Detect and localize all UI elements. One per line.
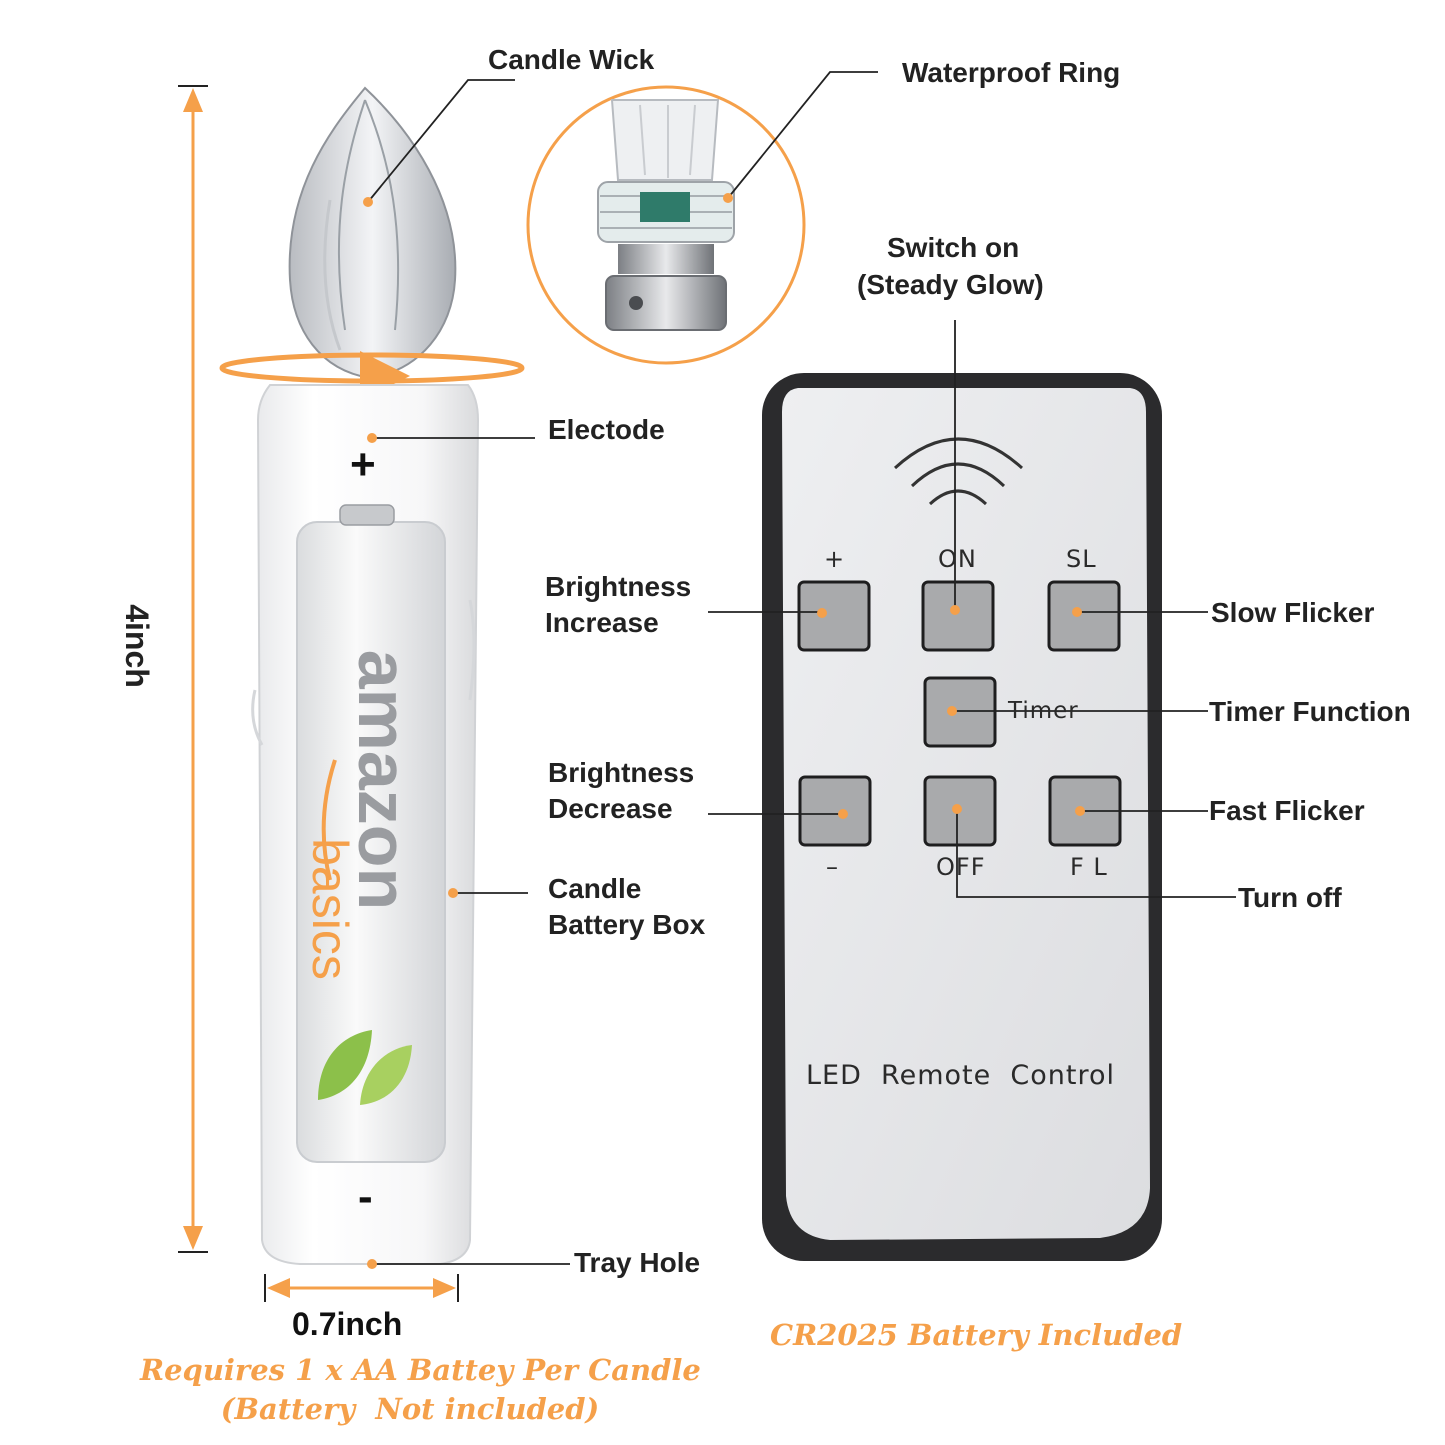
candle-minus-sign: - — [358, 1172, 373, 1221]
battery-brand-basics: basics — [302, 838, 358, 980]
waterproof-ring-label: Waterproof Ring — [902, 57, 1121, 88]
timer-button[interactable] — [923, 676, 997, 748]
remote-off-label: OFF — [936, 853, 986, 881]
remote-timer-label: Timer — [1008, 698, 1079, 724]
remote-fl-label: F L — [1070, 853, 1108, 881]
remote-plus-label: + — [824, 545, 846, 573]
switch-on-label-line2: (Steady Glow) — [857, 269, 1044, 300]
battery-box-label-line1: Candle — [548, 873, 642, 904]
remote-on-label: ON — [938, 545, 977, 573]
cr2025-note: CR2025 Battery Included — [770, 1318, 1183, 1352]
aa-battery-note-line1: Requires 1 x AA Battey Per Candle — [140, 1353, 701, 1387]
candle-flame-icon — [288, 86, 457, 380]
brightness-increase-label-line2: Increase — [545, 607, 659, 638]
width-label: 0.7inch — [292, 1306, 403, 1342]
slow-flicker-button[interactable] — [1047, 580, 1121, 652]
turn-off-label: Turn off — [1238, 882, 1342, 913]
electode-label: Electode — [548, 414, 665, 445]
brightness-decrease-label-line1: Brightness — [548, 757, 695, 788]
remote-minus-label: – — [826, 853, 839, 881]
aa-battery-note-line2: (Battery Not included) — [220, 1392, 600, 1426]
leaf-logo-icon — [318, 1030, 412, 1105]
remote-sl-label: SL — [1066, 545, 1097, 573]
height-dimension — [178, 85, 208, 1253]
brightness-minus-button[interactable] — [798, 775, 872, 847]
remote-title: LED Remote Control — [806, 1060, 1115, 1091]
height-label: 4inch — [118, 604, 155, 688]
width-dimension — [264, 1274, 459, 1302]
brightness-decrease-label-line2: Decrease — [548, 793, 673, 824]
leader-dots — [363, 193, 1085, 1269]
fast-flicker-label: Fast Flicker — [1209, 795, 1365, 826]
waterproof-ring-inset — [526, 85, 806, 365]
slow-flicker-label: Slow Flicker — [1211, 597, 1375, 628]
candle-wick-label: Candle Wick — [488, 44, 655, 75]
leader-lines — [367, 71, 1236, 1265]
signal-waves-icon — [893, 437, 1024, 506]
brightness-plus-button[interactable] — [797, 580, 871, 652]
candle-plus-sign: + — [350, 440, 376, 489]
switch-on-label-line1: Switch on — [887, 232, 1020, 263]
tray-hole-label: Tray Hole — [574, 1247, 701, 1278]
battery-box-label-line2: Battery Box — [548, 909, 706, 940]
on-button[interactable] — [921, 580, 995, 652]
candle-illustration — [219, 86, 525, 1265]
brightness-increase-label-line1: Brightness — [545, 571, 692, 602]
timer-function-label: Timer Function — [1209, 696, 1411, 727]
